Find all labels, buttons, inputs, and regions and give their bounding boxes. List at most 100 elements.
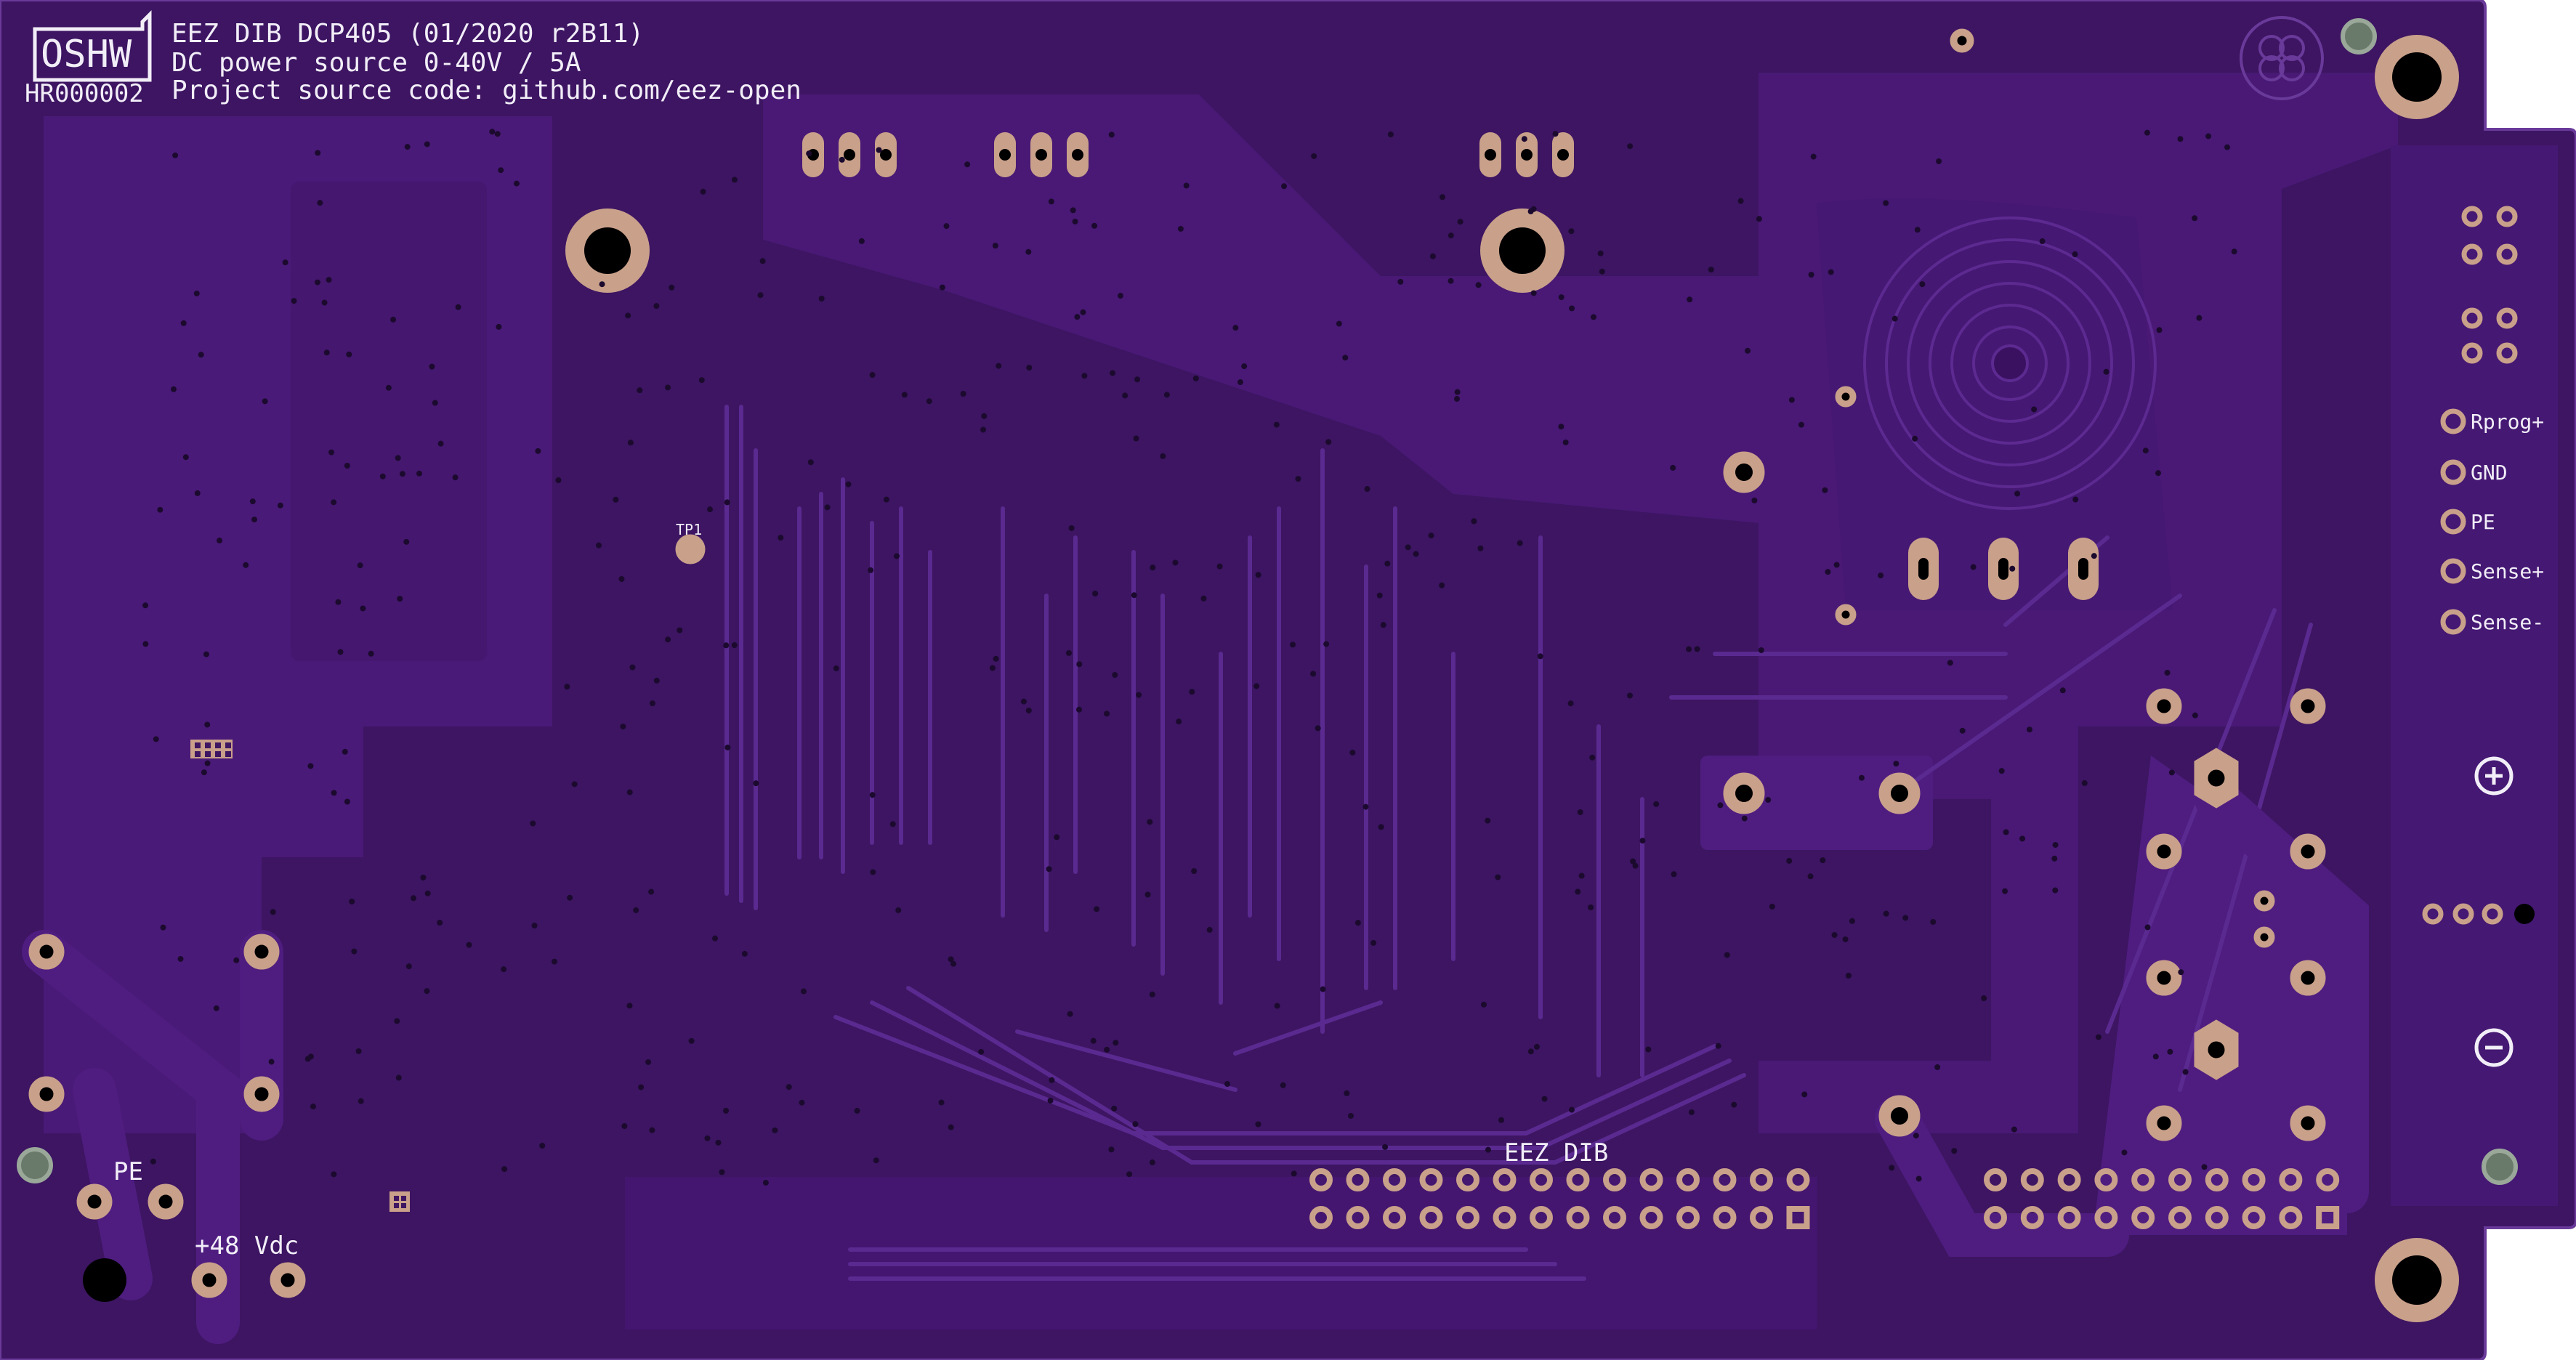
- connector-pin: [1713, 1206, 1737, 1229]
- via: [496, 323, 502, 330]
- via: [1122, 392, 1128, 399]
- via: [1112, 672, 1118, 679]
- via: [277, 502, 283, 509]
- mounting-holes: [17, 18, 2518, 1322]
- via: [669, 284, 675, 291]
- via: [1241, 363, 1248, 370]
- via: [665, 636, 671, 643]
- via: [1810, 153, 1817, 160]
- via: [2031, 406, 2038, 413]
- via: [1111, 1105, 1118, 1112]
- pe-label: PE: [113, 1157, 143, 1186]
- buzzer: [1863, 216, 2157, 510]
- via: [357, 562, 363, 569]
- pad: [191, 1262, 227, 1298]
- via: [637, 387, 643, 394]
- via: [868, 567, 874, 573]
- pad: [2194, 1019, 2239, 1080]
- via: [342, 748, 348, 755]
- via: [1384, 560, 1391, 567]
- via: [724, 744, 731, 750]
- via: [262, 398, 268, 405]
- label-gnd: GND: [2471, 461, 2508, 485]
- pad: [270, 1262, 306, 1298]
- via: [1092, 591, 1099, 597]
- via: [1108, 131, 1115, 138]
- via: [270, 909, 276, 915]
- via: [1177, 225, 1184, 232]
- connector-pin: [2242, 1168, 2266, 1191]
- connector-pin: [1566, 1206, 1590, 1229]
- via: [1485, 817, 1491, 824]
- via: [1558, 294, 1564, 301]
- via: [217, 538, 223, 544]
- via: [700, 188, 706, 195]
- via: [741, 950, 748, 957]
- label-rprog: Rprog+: [2471, 410, 2544, 434]
- via: [1070, 207, 1076, 214]
- via: [939, 284, 945, 291]
- via: [2059, 687, 2066, 694]
- via: [424, 890, 431, 896]
- connector-pin: [2279, 1168, 2303, 1191]
- via: [1191, 868, 1198, 875]
- via: [424, 141, 430, 147]
- via: [1858, 774, 1865, 781]
- via: [1049, 1077, 1055, 1083]
- via: [1325, 439, 1332, 445]
- via: [595, 542, 602, 549]
- project-source-text: Project source code: github.com/eez-open: [171, 76, 802, 105]
- via: [1833, 562, 1840, 568]
- via: [799, 1099, 805, 1106]
- via: [233, 957, 240, 963]
- via: [1575, 889, 1581, 895]
- via: [323, 349, 330, 356]
- via: [2182, 1069, 2189, 1075]
- via: [2051, 855, 2058, 862]
- via: [304, 1056, 311, 1062]
- via: [893, 553, 900, 559]
- mounting-hole: [565, 209, 650, 293]
- via: [501, 966, 507, 973]
- via: [1786, 857, 1793, 864]
- via: [786, 1084, 792, 1090]
- via: [535, 448, 541, 454]
- via: [1756, 216, 1762, 222]
- via: [1845, 972, 1852, 979]
- via: [1970, 564, 1977, 570]
- via: [613, 496, 619, 503]
- via: [719, 1169, 725, 1175]
- via: [437, 440, 444, 447]
- via: [328, 449, 335, 456]
- connector-pin: [1750, 1168, 1773, 1191]
- pad: [2146, 833, 2182, 870]
- via: [551, 958, 557, 965]
- via: [1694, 646, 1700, 652]
- via: [870, 869, 876, 875]
- via: [268, 1059, 275, 1065]
- via: [1485, 1146, 1491, 1153]
- connector-pin: [1493, 1168, 1517, 1191]
- via: [1454, 389, 1461, 395]
- connector-pin: [2279, 1206, 2303, 1229]
- via: [901, 392, 908, 398]
- terminal-gnd: GND: [2440, 459, 2508, 485]
- via: [649, 700, 655, 707]
- via: [1026, 365, 1033, 371]
- via: [1192, 375, 1199, 381]
- via: [1232, 325, 1239, 331]
- via: [310, 1104, 316, 1110]
- via: [948, 1124, 954, 1130]
- via: [1090, 1037, 1097, 1044]
- via: [2152, 1053, 2159, 1060]
- connector-pin: [1639, 1168, 1663, 1191]
- pad: [2253, 926, 2275, 948]
- via: [1741, 815, 1748, 822]
- pad: [243, 1076, 280, 1112]
- terminal-sense-minus: Sense-: [2440, 609, 2544, 635]
- via: [1354, 920, 1361, 926]
- via: [1630, 858, 1636, 865]
- via: [1067, 1011, 1073, 1017]
- via: [1588, 904, 1594, 910]
- supply-label: +48 Vdc: [195, 1231, 299, 1260]
